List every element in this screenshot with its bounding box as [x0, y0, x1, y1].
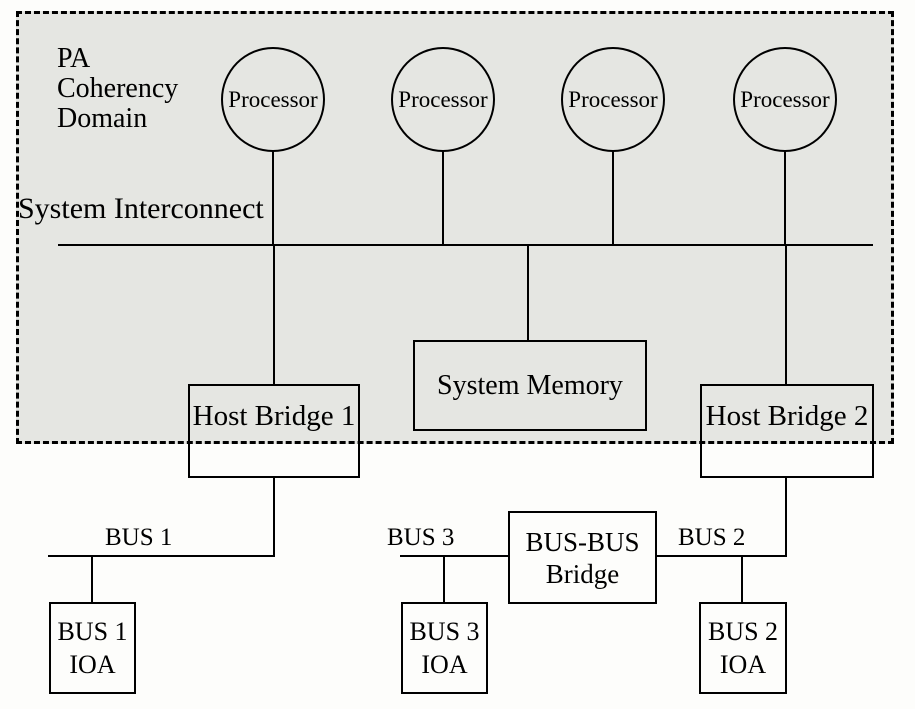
bus1-ioa-label-line-1: BUS 1 [57, 617, 128, 646]
processor-3-connector-line [612, 151, 614, 245]
system-memory-box: System Memory [413, 340, 647, 431]
bus2-ioa-label-line-2: IOA [719, 650, 767, 679]
bus1-ioa-connector-line [91, 557, 93, 602]
bus3-line [400, 555, 508, 557]
processor-4-label: Processor [740, 86, 830, 112]
bus1-line [48, 555, 275, 557]
host-bridge-1-label: Host Bridge 1 [192, 400, 356, 432]
host-bridge-1-top-connector-line [273, 246, 275, 384]
bus2-label: BUS 2 [678, 524, 746, 551]
host-bridge-2-top-connector-line [785, 246, 787, 384]
processor-3-label: Processor [568, 86, 658, 112]
bus2-ioa-connector-line [741, 557, 743, 602]
processor-1-label: Processor [228, 86, 318, 112]
bus2-ioa-box: BUS 2 IOA [699, 602, 787, 694]
processor-node-2: Processor [391, 47, 495, 152]
system-interconnect-label: System Interconnect [18, 192, 264, 225]
processor-1-connector-line [272, 151, 274, 245]
pa-domain-label-line-2: Coherency [57, 73, 179, 104]
bus-bus-bridge-label-line-2: Bridge [545, 558, 620, 589]
processor-node-1: Processor [221, 47, 325, 152]
bus1-label: BUS 1 [105, 524, 173, 551]
host-bridge-2-label: Host Bridge 2 [705, 400, 869, 432]
bus3-label: BUS 3 [387, 524, 455, 551]
system-memory-connector-line [527, 246, 529, 341]
processor-4-connector-line [784, 151, 786, 245]
bus3-ioa-label-line-2: IOA [421, 650, 468, 679]
system-memory-label: System Memory [437, 369, 623, 401]
processor-node-4: Processor [733, 47, 837, 152]
host-bridge-2-bottom-connector-line [785, 477, 787, 557]
bus-bus-bridge-box: BUS-BUS Bridge [508, 511, 657, 604]
pa-domain-label-line-3: Domain [57, 103, 148, 134]
bus3-ioa-label-line-1: BUS 3 [409, 617, 480, 646]
bus2-line [656, 555, 786, 557]
host-bridge-2-box: Host Bridge 2 [700, 384, 874, 478]
bus1-ioa-box: BUS 1 IOA [49, 602, 136, 694]
processor-node-3: Processor [561, 47, 665, 152]
bus3-ioa-box: BUS 3 IOA [401, 602, 488, 694]
processor-2-connector-line [442, 151, 444, 245]
system-interconnect-line [58, 244, 873, 246]
bus3-ioa-connector-line [443, 557, 445, 602]
bus-bus-bridge-label-line-1: BUS-BUS [525, 526, 640, 557]
host-bridge-1-bottom-connector-line [273, 477, 275, 557]
bus1-ioa-label-line-2: IOA [69, 650, 116, 679]
pa-domain-label-line-1: PA [57, 43, 91, 74]
host-bridge-1-box: Host Bridge 1 [188, 384, 360, 478]
pa-coherency-domain-label: PA Coherency Domain [57, 44, 178, 134]
processor-2-label: Processor [398, 86, 488, 112]
bus2-ioa-label-line-1: BUS 2 [707, 617, 779, 646]
